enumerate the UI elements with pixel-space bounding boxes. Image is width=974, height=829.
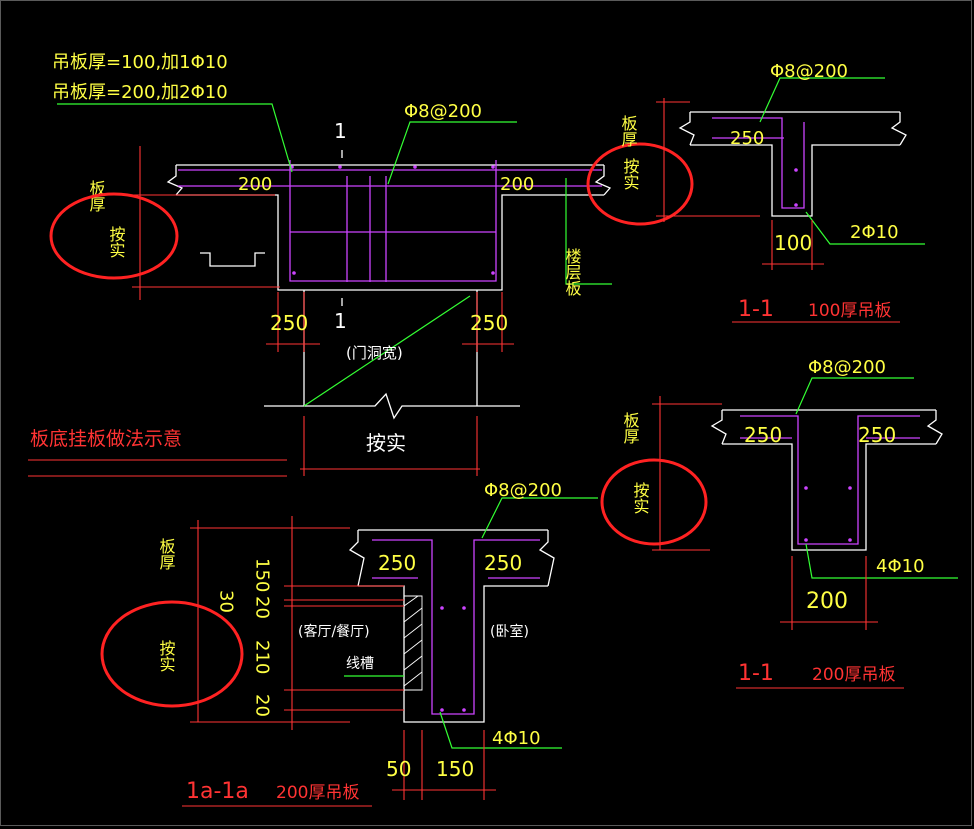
s100-slab-thick-label: 板厚 bbox=[619, 115, 638, 148]
s200-section-mark: 1-1 bbox=[738, 661, 774, 686]
s1a-section-mark: 1a-1a bbox=[186, 779, 249, 804]
s200-caption: 200厚吊板 bbox=[812, 665, 895, 685]
s1a-dim-250-right: 250 bbox=[484, 551, 522, 575]
s100-as-built-label: 按实 bbox=[621, 158, 640, 190]
s100-section-mark: 1-1 bbox=[738, 297, 774, 322]
s200-rebar-top-label: Φ8@200 bbox=[808, 357, 886, 378]
main-rebar-top-label: Φ8@200 bbox=[404, 101, 482, 122]
s100-leaders bbox=[759, 77, 925, 245]
main-as-built-label: 按实 bbox=[107, 226, 126, 258]
s1a-rebar-dots bbox=[440, 606, 466, 712]
s200-slab-thick-label: 板厚 bbox=[621, 412, 640, 445]
main-dim-250-right: 250 bbox=[470, 311, 508, 335]
s200-dim-250-right: 250 bbox=[858, 423, 896, 447]
main-dimensions bbox=[28, 146, 514, 477]
s1a-dimensions bbox=[182, 516, 496, 807]
s100-dim-250: 250 bbox=[730, 128, 764, 149]
s1a-rebar-bottom-label: 4Φ10 bbox=[492, 728, 541, 749]
main-as-built-bottom-label: 按实 bbox=[366, 431, 406, 455]
s200-dim-200: 200 bbox=[806, 589, 848, 614]
s200-rebar-dots bbox=[804, 486, 852, 542]
s100-outline bbox=[678, 111, 907, 217]
s1a-leaders bbox=[344, 497, 598, 749]
s100-rebar-bottom-label: 2Φ10 bbox=[850, 222, 899, 243]
s100-dim-100: 100 bbox=[774, 231, 812, 255]
s100-rebar-top-label: Φ8@200 bbox=[770, 61, 848, 82]
s200-outline bbox=[710, 409, 943, 551]
s100-rebar-dots bbox=[794, 168, 798, 207]
main-dim-200-left: 200 bbox=[238, 174, 272, 195]
highlight-circle-s1a bbox=[100, 600, 244, 708]
section-1a: Φ8@200 板厚 按实 150 30 20 210 20 250 250 (客… bbox=[100, 480, 598, 807]
s1a-hatch bbox=[403, 595, 423, 691]
s1a-wire-slot-label: 线槽 bbox=[346, 656, 374, 672]
main-rebar-dots bbox=[290, 165, 495, 275]
highlight-circle-s100 bbox=[586, 142, 694, 226]
s200-dimensions bbox=[652, 396, 904, 689]
note-line-2: 吊板厚=200,加2Φ10 bbox=[52, 82, 228, 103]
s1a-dim-250-left: 250 bbox=[378, 551, 416, 575]
s200-rebar bbox=[740, 415, 920, 545]
section-100: Φ8@200 板厚 按实 250 2Φ10 100 1-1 100厚吊板 bbox=[619, 61, 925, 323]
section-200: Φ8@200 板厚 按实 250 250 4Φ10 200 1-1 200厚吊板 bbox=[600, 357, 958, 689]
s1a-caption: 200厚吊板 bbox=[276, 783, 359, 803]
main-detail: 1 1 吊板厚=100,加1Φ10 吊板厚=200,加2Φ10 bbox=[28, 52, 694, 477]
s200-as-built-label: 按实 bbox=[631, 482, 650, 514]
s200-leaders bbox=[795, 377, 958, 579]
s200-dim-250-left: 250 bbox=[744, 423, 782, 447]
s100-dimensions bbox=[656, 98, 900, 323]
s1a-dim-150: 150 bbox=[252, 558, 273, 592]
s1a-dim-210: 210 bbox=[252, 640, 273, 674]
section-mark-bottom: 1 bbox=[334, 309, 347, 333]
s1a-bedroom-label: (卧室) bbox=[490, 623, 529, 640]
s1a-dim-20-top: 20 bbox=[252, 596, 273, 619]
s100-caption: 100厚吊板 bbox=[808, 301, 891, 321]
main-leaders bbox=[57, 103, 612, 407]
s1a-slab-thick-label: 板厚 bbox=[157, 538, 176, 571]
main-dim-200-right: 200 bbox=[500, 174, 534, 195]
highlight-circle-s200 bbox=[600, 458, 708, 546]
s200-rebar-bottom-label: 4Φ10 bbox=[876, 556, 925, 577]
s1a-dim-150-bottom: 150 bbox=[436, 757, 474, 781]
s1a-as-built-label: 按实 bbox=[157, 640, 176, 672]
s1a-dim-50: 50 bbox=[386, 757, 411, 781]
highlight-circle-main bbox=[49, 192, 179, 280]
main-slab-outline bbox=[166, 164, 612, 420]
main-dim-250-left: 250 bbox=[270, 311, 308, 335]
s100-rebar bbox=[712, 117, 805, 209]
main-rebar bbox=[178, 160, 602, 282]
floor-slab-label: 楼层板 bbox=[563, 248, 582, 296]
s1a-rebar bbox=[372, 539, 540, 715]
s1a-living-label: (客厅/餐厅) bbox=[298, 623, 370, 640]
note-line-1: 吊板厚=100,加1Φ10 bbox=[52, 52, 228, 73]
s1a-dim-30: 30 bbox=[216, 590, 237, 613]
section-mark-top: 1 bbox=[334, 119, 347, 143]
s1a-dim-20-bottom: 20 bbox=[252, 694, 273, 717]
main-caption: 板底挂板做法示意 bbox=[30, 428, 182, 450]
door-width-label: (门洞宽) bbox=[346, 344, 403, 362]
s1a-rebar-top-label: Φ8@200 bbox=[484, 480, 562, 501]
